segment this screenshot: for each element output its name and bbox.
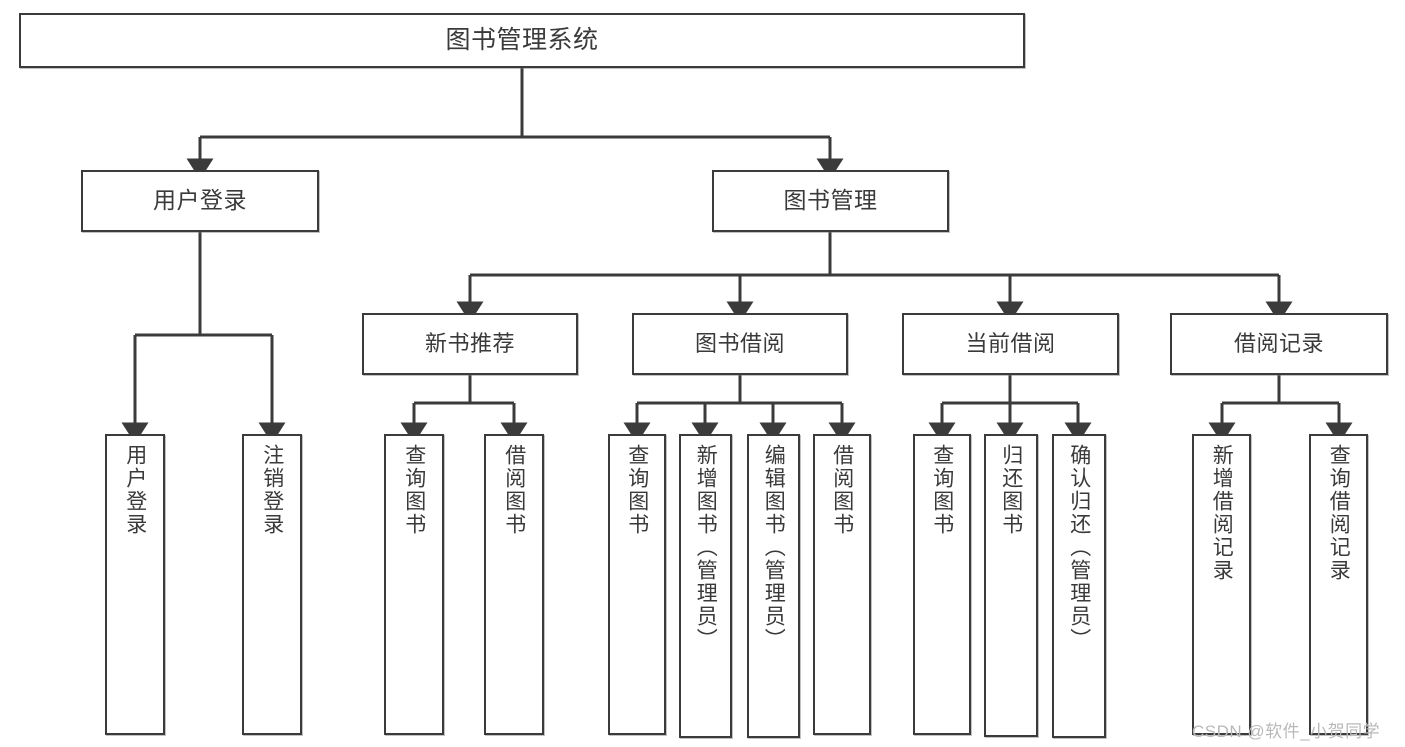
node-current-borrow[interactable]: 当前借阅 — [902, 313, 1119, 375]
node-leaf-query-book-cur[interactable]: 查询图书 — [913, 434, 971, 735]
node-leaf-return-book-label: 归还图书 — [999, 444, 1023, 536]
node-leaf-add-book-admin-label: 新增图书（管理员） — [694, 444, 718, 651]
node-book-manage-label: 图书管理 — [783, 187, 878, 214]
node-leaf-add-borrow-record[interactable]: 新增借阅记录 — [1192, 434, 1251, 735]
node-leaf-add-book-admin[interactable]: 新增图书（管理员） — [679, 434, 732, 738]
node-leaf-borrow-book-rec-label: 借阅图书 — [502, 444, 526, 536]
node-leaf-query-book-borrow-label: 查询图书 — [625, 444, 649, 536]
node-leaf-user-login[interactable]: 用户登录 — [105, 434, 165, 735]
node-book-borrow-label: 图书借阅 — [694, 331, 785, 357]
node-leaf-query-book-rec-label: 查询图书 — [402, 444, 426, 536]
node-current-borrow-label: 当前借阅 — [965, 331, 1056, 357]
node-leaf-confirm-return-admin[interactable]: 确认归还（管理员） — [1052, 434, 1106, 738]
node-leaf-edit-book-admin[interactable]: 编辑图书（管理员） — [747, 434, 800, 738]
node-leaf-query-book-rec[interactable]: 查询图书 — [384, 434, 444, 735]
node-leaf-query-book-cur-label: 查询图书 — [930, 444, 954, 536]
node-borrow-record-label: 借阅记录 — [1233, 331, 1324, 357]
node-leaf-add-borrow-record-label: 新增借阅记录 — [1210, 444, 1234, 582]
node-leaf-user-logout-label: 注销登录 — [260, 444, 284, 536]
node-leaf-borrow-book[interactable]: 借阅图书 — [813, 434, 871, 735]
node-borrow-record[interactable]: 借阅记录 — [1170, 313, 1388, 375]
node-new-book-recommend[interactable]: 新书推荐 — [362, 313, 578, 375]
node-user-login[interactable]: 用户登录 — [81, 170, 319, 232]
node-leaf-user-login-label: 用户登录 — [123, 444, 147, 536]
node-new-book-recommend-label: 新书推荐 — [424, 331, 515, 357]
node-leaf-borrow-book-label: 借阅图书 — [830, 444, 854, 536]
watermark-text: CSDN @软件_小贺同学 — [1192, 722, 1381, 741]
node-book-borrow[interactable]: 图书借阅 — [632, 313, 848, 375]
node-leaf-confirm-return-admin-label: 确认归还（管理员） — [1067, 444, 1091, 651]
node-leaf-query-borrow-record[interactable]: 查询借阅记录 — [1309, 434, 1368, 735]
node-leaf-borrow-book-rec[interactable]: 借阅图书 — [484, 434, 544, 735]
node-leaf-query-borrow-record-label: 查询借阅记录 — [1327, 444, 1351, 582]
node-leaf-edit-book-admin-label: 编辑图书（管理员） — [762, 444, 786, 651]
node-root-label: 图书管理系统 — [445, 25, 599, 54]
node-root[interactable]: 图书管理系统 — [19, 13, 1025, 68]
node-leaf-query-book-borrow[interactable]: 查询图书 — [608, 434, 666, 735]
node-leaf-return-book[interactable]: 归还图书 — [984, 434, 1038, 737]
node-user-login-label: 用户登录 — [153, 187, 247, 214]
node-book-manage[interactable]: 图书管理 — [712, 170, 949, 232]
node-leaf-user-logout[interactable]: 注销登录 — [242, 434, 302, 735]
